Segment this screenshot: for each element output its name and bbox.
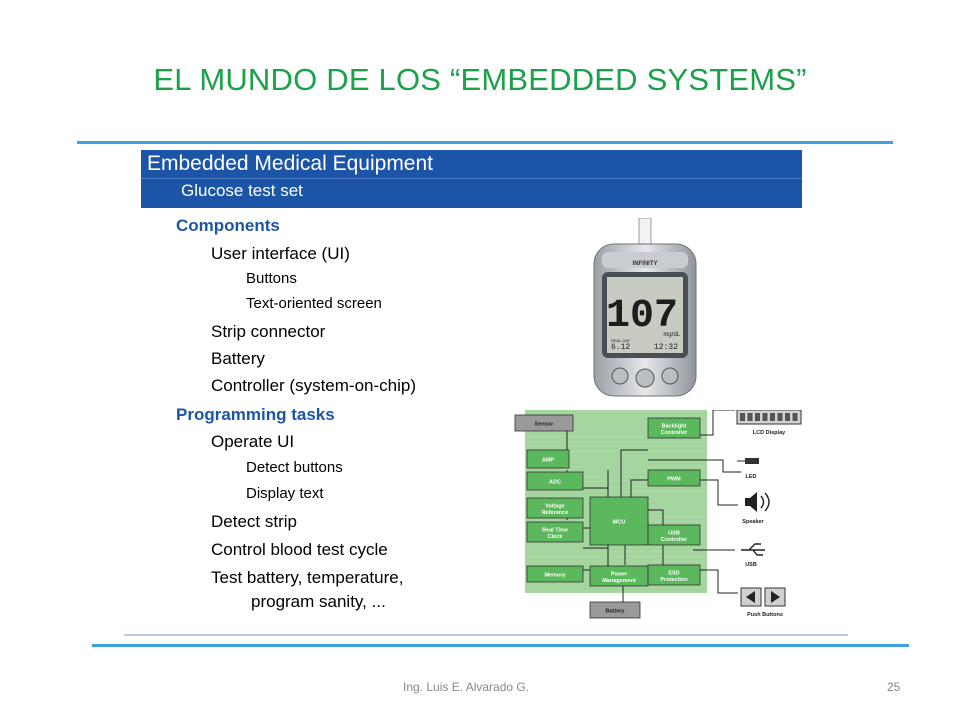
banner-divider — [141, 178, 802, 179]
lcd-digit — [762, 413, 768, 421]
banner-subtitle: Glucose test set — [181, 181, 303, 200]
lcd-digit — [770, 413, 775, 421]
outline-item: Display text — [246, 485, 324, 502]
sensor-label: Sensor — [535, 422, 555, 428]
top-rule — [77, 141, 893, 144]
meter-reading: 107 — [606, 294, 678, 339]
backlight-block — [647, 417, 701, 439]
outline-item: Detect strip — [211, 512, 297, 531]
usb-controller-label: Controller — [661, 537, 688, 543]
vref-label: Voltage — [545, 503, 564, 509]
arrow-right-icon — [771, 591, 780, 603]
sensor-block — [514, 414, 574, 432]
arrow-left-icon — [746, 591, 755, 603]
battery-label: Battery — [606, 609, 626, 615]
outline-heading: Programming tasks — [176, 405, 335, 424]
esd-block — [647, 564, 701, 586]
banner: Embedded Medical Equipment Glucose test … — [141, 150, 802, 208]
outline-item: Test battery, temperature, — [211, 568, 404, 587]
power-label: Power — [611, 571, 628, 577]
meter-date: 6.12 — [611, 343, 630, 352]
outline-item: Strip connector — [211, 322, 326, 341]
pwm-label: PWM — [667, 477, 681, 483]
power-label: Management — [602, 578, 636, 584]
lcd-display-icon — [736, 410, 802, 425]
mcu-block — [589, 496, 649, 546]
meter-brand-text: INFINITY — [633, 261, 658, 267]
backlight-label: Backlight — [662, 423, 687, 429]
lcd-digit — [747, 413, 753, 421]
outline-item: Buttons — [246, 270, 297, 287]
bottom-rule — [92, 644, 909, 647]
usb-icon — [741, 543, 765, 556]
outline-item: Control blood test cycle — [211, 540, 388, 559]
lcd-digit — [740, 413, 745, 421]
vref-block — [526, 497, 584, 519]
outline-item: program sanity, ... — [251, 592, 386, 611]
lcd-digit — [755, 413, 760, 421]
speaker-waves — [760, 492, 770, 512]
footer-author: Ing. Luis E. Alvarado G. — [403, 680, 530, 694]
page-number: 25 — [887, 680, 901, 694]
esd-label: ESD — [668, 570, 679, 576]
outline-item: Detect buttons — [246, 459, 343, 476]
backlight-label: Controller — [661, 430, 688, 436]
led-label: LED — [746, 474, 757, 480]
outline-item: User interface (UI) — [211, 244, 350, 263]
meter-memory-label: REAL DAT — [611, 338, 631, 343]
meter-button-left — [611, 367, 629, 385]
lcd-digit — [785, 413, 790, 421]
pwm-block — [647, 469, 701, 487]
usb-label: USB — [745, 562, 757, 568]
usb-controller-block — [647, 524, 701, 546]
speaker-label: Speaker — [742, 519, 764, 525]
lcd-display-label: LCD Display — [753, 430, 786, 436]
amp-block — [526, 449, 570, 469]
mcu-label: MCU — [613, 520, 626, 526]
led-icon — [745, 458, 759, 464]
meter-button-right — [661, 367, 679, 385]
meter-unit: mg/dL — [663, 332, 680, 338]
meter-button-center — [635, 368, 655, 388]
adc-block — [526, 471, 584, 491]
meter-time: 12:32 — [654, 343, 678, 352]
amp-label: AMP — [542, 458, 555, 464]
bottom-thin-rule — [124, 634, 848, 636]
lcd-digit — [777, 413, 783, 421]
vref-label: Reference — [542, 510, 569, 516]
esd-label: Protection — [660, 577, 688, 583]
memory-block — [526, 565, 584, 583]
push-buttons-label: Push Buttons — [747, 612, 783, 618]
outline-item: Operate UI — [211, 432, 295, 451]
outline-item: Battery — [211, 349, 265, 368]
speaker-icon — [745, 492, 757, 512]
lcd-digit — [792, 413, 798, 421]
rtc-label: Clock — [548, 534, 564, 540]
outline-heading: Components — [176, 216, 280, 235]
slide-title: EL MUNDO DE LOS “EMBEDDED SYSTEMS” — [153, 62, 807, 97]
memory-label: Memory — [544, 573, 566, 579]
usb-controller-label: USB — [668, 530, 680, 536]
outline-item: Text-oriented screen — [246, 295, 382, 312]
outline-item: Controller (system-on-chip) — [211, 376, 416, 395]
rtc-block — [526, 521, 584, 543]
glucose-meter-image: INFINITY 107 mg/dL REAL DAT 6.12 12:32 — [593, 218, 697, 397]
rtc-label: Real Time — [542, 527, 568, 533]
battery-block — [589, 601, 641, 619]
banner-title: Embedded Medical Equipment — [147, 152, 434, 175]
adc-label: ADC — [549, 480, 561, 486]
